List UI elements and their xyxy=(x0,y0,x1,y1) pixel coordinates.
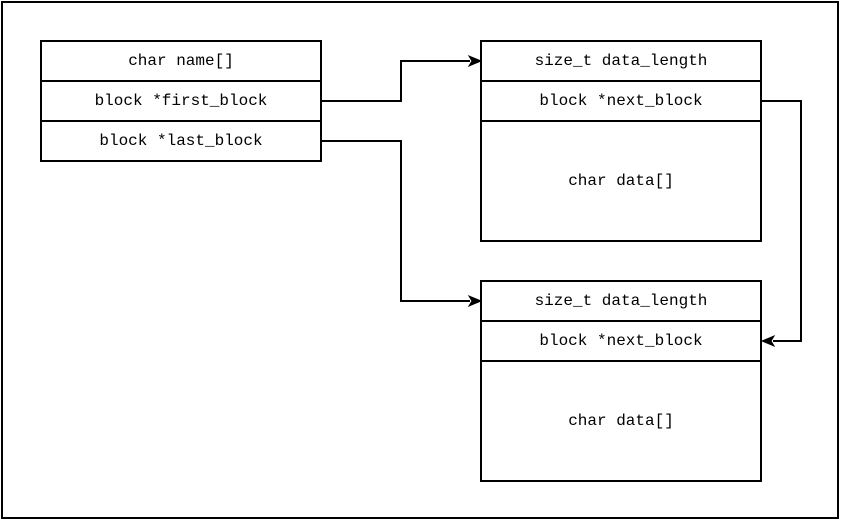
last-block-arrowhead xyxy=(467,294,483,308)
next-block-arrowhead xyxy=(760,334,776,348)
block-a-data-field: char data[] xyxy=(480,120,762,242)
block-b-data-field: char data[] xyxy=(480,360,762,482)
last-block-arrow xyxy=(322,140,470,302)
block-a-next-field: block *next_block xyxy=(480,80,762,122)
first-block-arrowhead xyxy=(467,54,483,68)
next-block-arrow xyxy=(762,100,802,342)
first-block-arrow xyxy=(322,60,470,102)
file-last-block-field: block *last_block xyxy=(40,120,322,162)
